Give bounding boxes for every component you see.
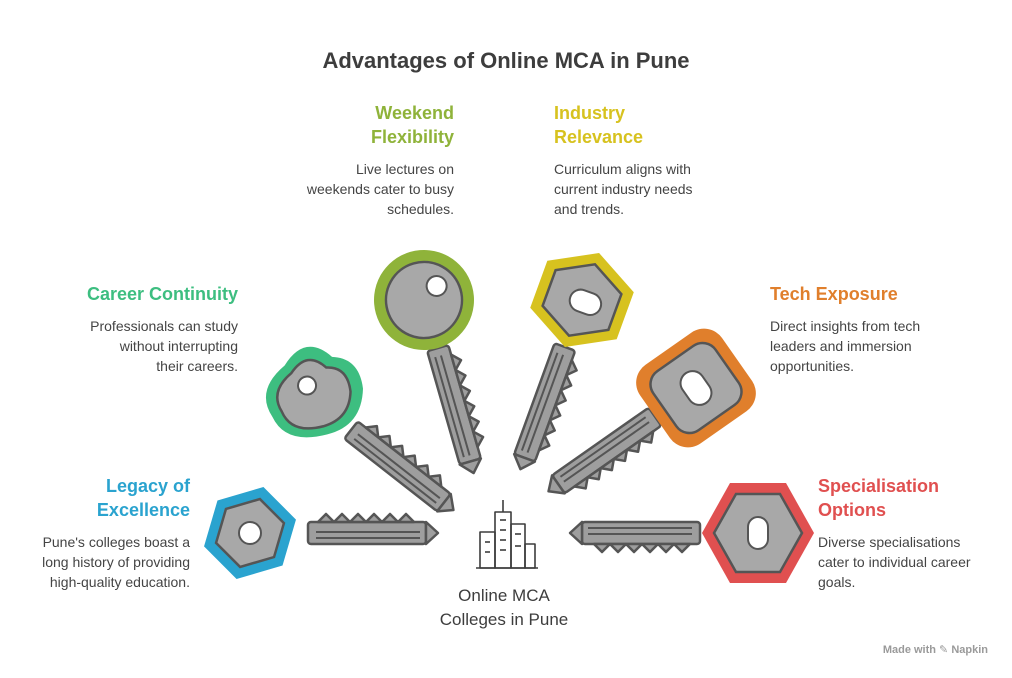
item-career-continuity: Career Continuity Professionals can stud… [40, 282, 238, 376]
industry-key [508, 253, 634, 477]
item-heading: Tech Exposure [770, 284, 898, 304]
page-title: Advantages of Online MCA in Pune [322, 48, 690, 73]
legacy-key [204, 487, 440, 579]
tech-key [540, 328, 756, 509]
buildings-icon [476, 500, 538, 569]
career-key [266, 346, 467, 520]
special-key [568, 483, 814, 583]
brand-watermark: Made with ✎ Napkin [882, 644, 988, 656]
item-heading: Career Continuity [86, 284, 238, 304]
weekend-key [374, 250, 494, 478]
